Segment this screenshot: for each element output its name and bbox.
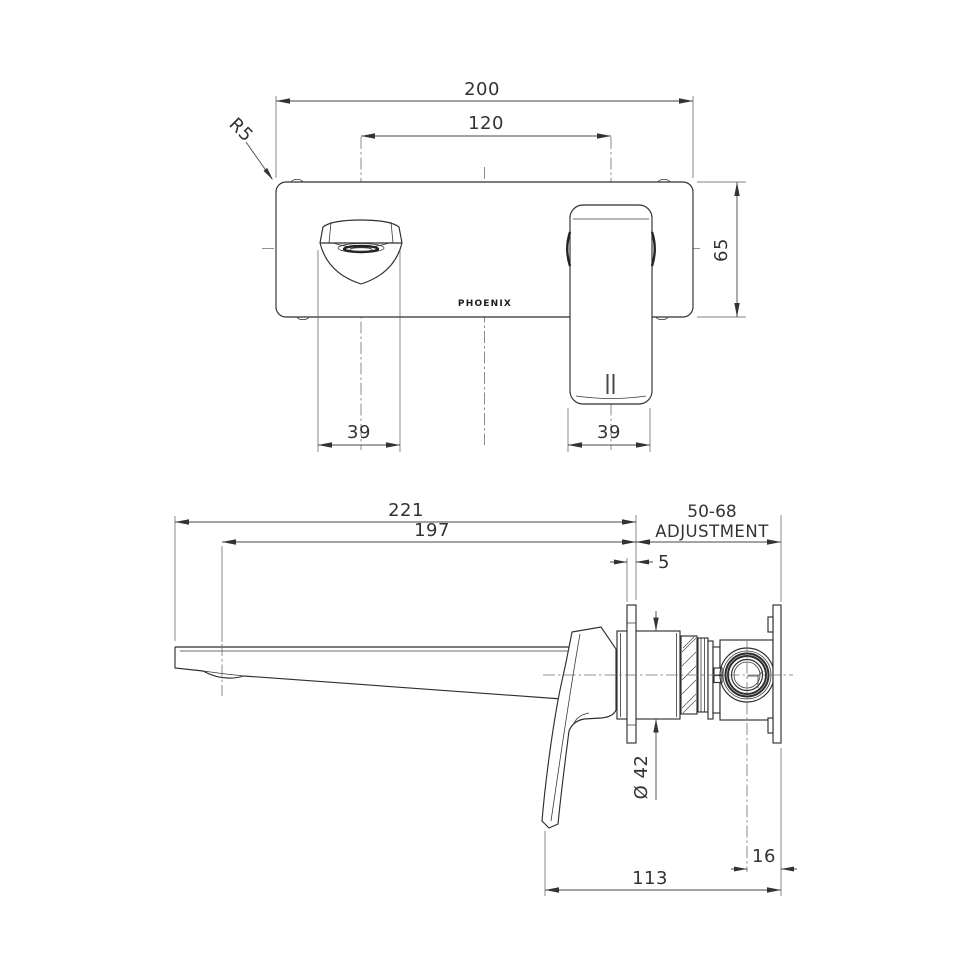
handle-right-bulge (650, 231, 656, 267)
dim-197-value: 197 (414, 520, 450, 541)
dim-120-value: 120 (468, 113, 504, 134)
dim-221-value: 221 (388, 500, 424, 521)
spout-cap-facet (390, 221, 394, 244)
dim-39s-value: 39 (347, 422, 371, 443)
dim-16-value: 16 (752, 846, 776, 867)
dim-120-arrow-left (361, 133, 375, 139)
plate-edge-clip (655, 316, 669, 321)
dim-200-extensions (275, 96, 694, 178)
dim-adj-arrow-right (767, 539, 781, 545)
aerator-side-chord (202, 670, 245, 677)
handle-body (569, 204, 653, 405)
aerator-side-lens (202, 670, 245, 679)
dim-200-arrow-right (679, 98, 693, 104)
flange-disc (707, 640, 714, 720)
dim-39h-arrow-right (636, 442, 650, 448)
dim-113: 113 (544, 831, 781, 896)
lever-face-line (550, 633, 581, 822)
spout-underside-taper (243, 675, 563, 700)
handle-left-bulge (566, 231, 572, 267)
dim-adjustment: 50-68 ADJUSTMENT (636, 502, 782, 602)
dim-16-arrow-left (734, 866, 747, 872)
aerator-inner-ring (349, 247, 373, 252)
dim-65-arrow-bottom (734, 303, 740, 317)
r5-arrow (263, 167, 273, 180)
dim-39h-arrow-left (568, 442, 582, 448)
brand-logo: PHOENIX (458, 299, 512, 309)
dim-42: Ø 42 (631, 611, 659, 800)
dim-113-arrow-left (545, 887, 559, 893)
dim-221-extensions (174, 515, 637, 641)
plate-edge-clip (290, 178, 304, 183)
dim-39s-arrow-right (386, 442, 400, 448)
handle-side (541, 626, 617, 829)
dim-120-arrow-right (597, 133, 611, 139)
front-view: PHOENIX 200 120 65 R5 (225, 79, 746, 452)
bracket-lug-bottom (767, 717, 774, 734)
dim-197-arrow-left (222, 539, 236, 545)
dim-200: 200 (275, 79, 694, 178)
dim-5-arrow-right (636, 559, 649, 565)
dim-adj-range: 50-68 (687, 502, 736, 522)
dim-39h-value: 39 (597, 422, 621, 443)
dim-197: 197 (221, 520, 636, 642)
dim-5-value: 5 (658, 552, 670, 573)
spout-front (319, 219, 403, 285)
dim-5-arrow-left (614, 559, 627, 565)
dim-113-value: 113 (632, 868, 668, 889)
dim-adj-word: ADJUSTMENT (655, 522, 769, 541)
dim-42-arrow-top (653, 617, 659, 631)
dim-200-value: 200 (464, 79, 500, 100)
dim-221: 221 (174, 500, 637, 641)
dim-39s-extensions (317, 250, 401, 452)
dim-65-arrow-top (734, 182, 740, 196)
bracket-lug-top (767, 616, 774, 633)
thread-hatch-line (681, 635, 697, 714)
dim-65-value: 65 (711, 238, 732, 262)
dim-adj-arrow-left (636, 539, 650, 545)
spout-cap-facet (328, 221, 332, 244)
aerator-dark-ring (342, 244, 380, 254)
body-lug (713, 674, 723, 684)
dim-39s-arrow-left (318, 442, 332, 448)
handle-bottom-line (575, 395, 647, 399)
side-view: 221 197 50-68 ADJUSTMENT 5 (174, 500, 797, 896)
dim-200-arrow-left (276, 98, 290, 104)
dim-16-arrow-right (781, 866, 794, 872)
wall-bracket (772, 604, 782, 744)
spout-tip (174, 647, 204, 672)
dim-197-arrow-right (622, 539, 636, 545)
plate-edge-clip (296, 316, 310, 321)
spout-cap-outline (319, 219, 403, 244)
dim-39-spout: 39 (317, 250, 401, 452)
handle-front (566, 204, 656, 405)
dim-42-value: Ø 42 (631, 755, 652, 800)
faceplate-end-lines (627, 622, 636, 726)
dim-120: 120 (361, 113, 611, 139)
hub-fillet-line (573, 712, 590, 724)
dim-39-handle: 39 (567, 408, 651, 452)
collar-rings (700, 638, 705, 712)
dim-65-extensions (697, 181, 746, 318)
dim-16: 16 (731, 748, 797, 896)
plate-edge-clip (657, 178, 671, 183)
dim-221-arrow-left (175, 519, 189, 525)
dim-113-arrow-right (767, 887, 781, 893)
faceplate-side (626, 604, 637, 744)
dim-5: 5 (610, 552, 670, 602)
dim-221-arrow-right (622, 519, 636, 525)
spout-side (174, 646, 569, 700)
lever-outline (541, 626, 617, 829)
spout-bowl (319, 242, 403, 285)
dim-65: 65 (697, 181, 746, 318)
dim-42-arrow-bottom (653, 719, 659, 733)
